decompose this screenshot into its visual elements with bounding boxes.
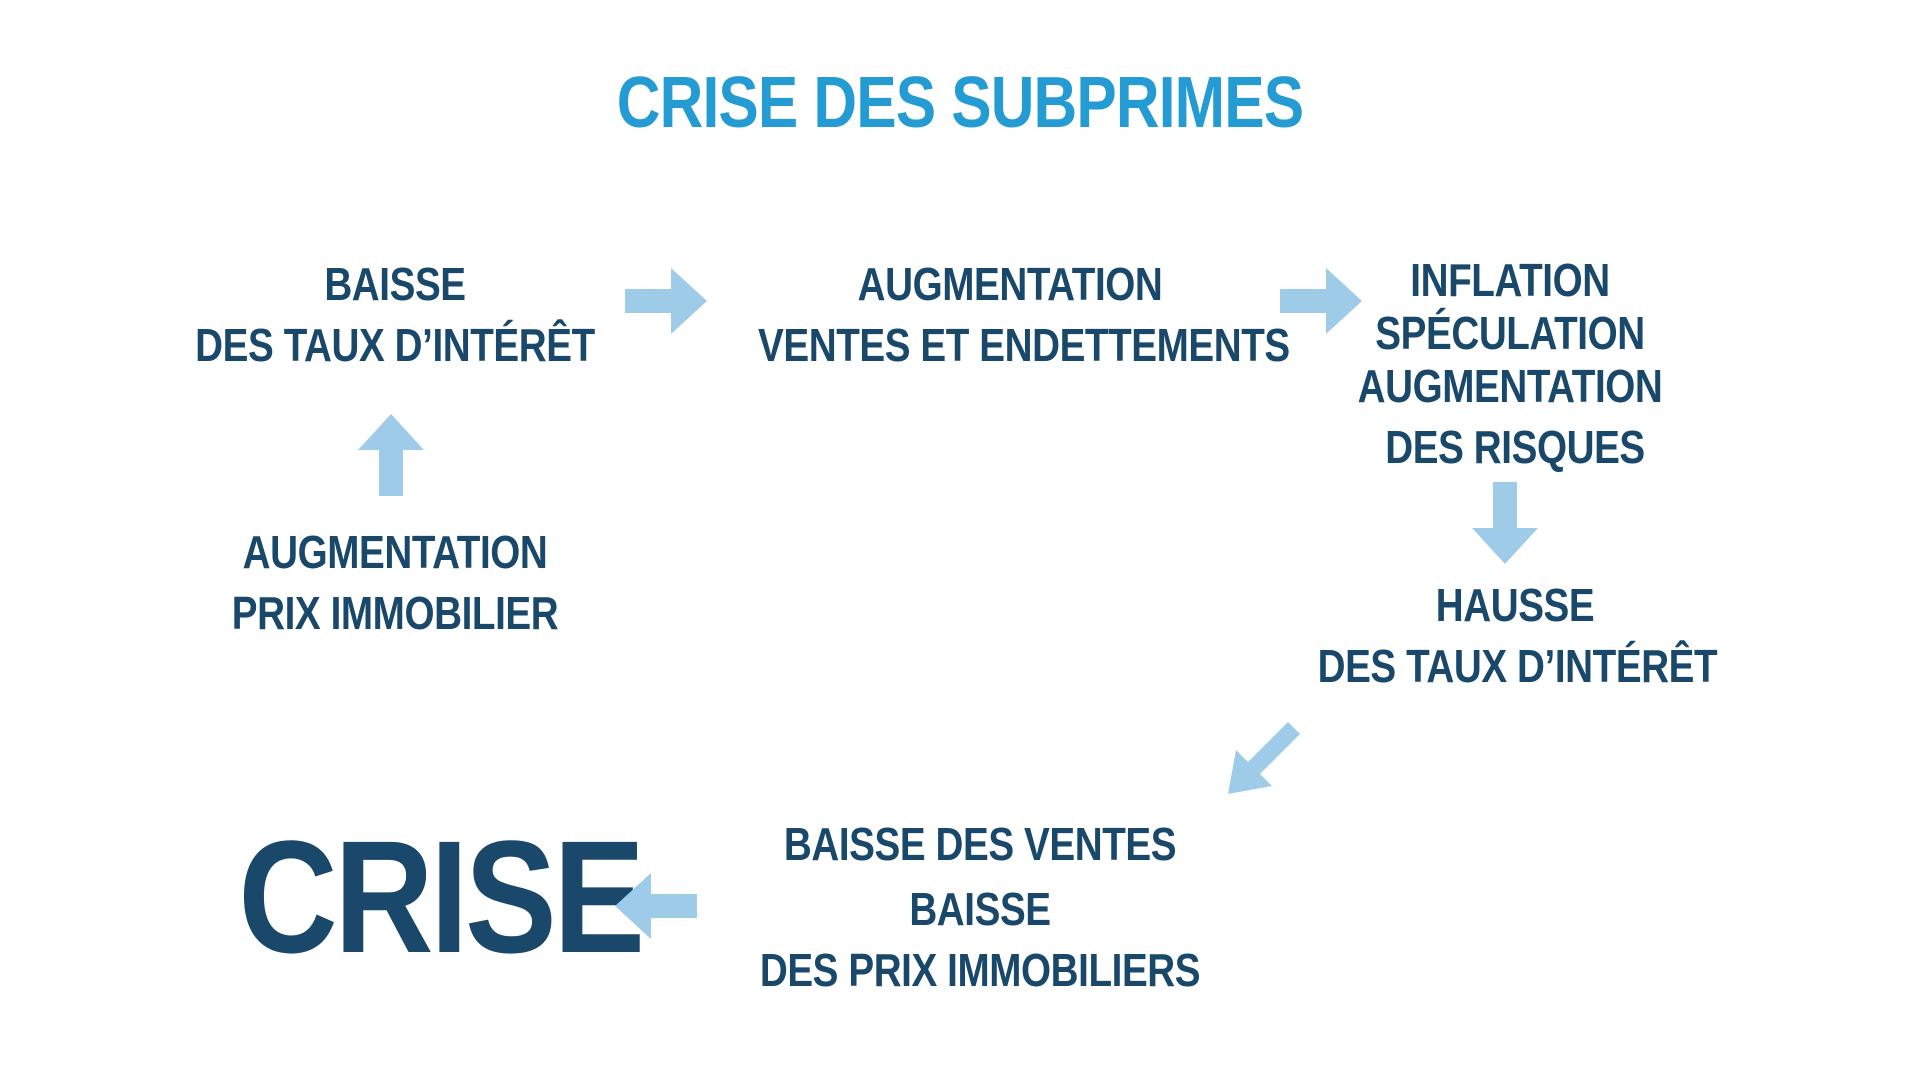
arrow-down-icon	[1472, 482, 1538, 564]
node-line: DES RISQUES	[1385, 421, 1645, 473]
node-baisse-ventes: BAISSE DES VENTES BAISSE DES PRIX IMMOBI…	[745, 814, 1215, 1001]
arrow-right-icon	[625, 268, 707, 334]
diagram-title: CRISE DES SUBPRIMES	[616, 63, 1304, 143]
node-baisse-taux: BAISSE DES TAUX D’INTÉRÊT	[172, 254, 617, 376]
node-line: BAISSE	[324, 258, 466, 310]
node-line: INFLATION	[1410, 254, 1610, 306]
node-line: DES PRIX IMMOBILIERS	[759, 944, 1201, 996]
node-inflation: INFLATION SPÉCULATION AUGMENTATION DES R…	[1334, 254, 1687, 474]
node-hausse-taux: HAUSSE DES TAUX D’INTÉRÊT	[1317, 575, 1718, 697]
node-line: HAUSSE	[1435, 579, 1595, 631]
node-augmentation-prix: AUGMENTATION PRIX IMMOBILIER	[172, 522, 617, 644]
node-line: SPÉCULATION	[1375, 307, 1645, 359]
arrow-down-left-icon	[1228, 722, 1300, 794]
node-line: DES TAUX D’INTÉRÊT	[195, 319, 595, 371]
arrow-right-icon	[1280, 268, 1362, 334]
arrow-left-icon	[615, 873, 697, 939]
node-line: BAISSE DES VENTES	[783, 818, 1177, 870]
node-line: AUGMENTATION	[242, 526, 548, 578]
node-line: DES TAUX D’INTÉRÊT	[1317, 640, 1718, 692]
node-crise: CRISE	[238, 807, 645, 986]
node-line: PRIX IMMOBILIER	[231, 587, 559, 639]
arrow-up-icon	[358, 414, 424, 496]
node-line: AUGMENTATION	[1357, 360, 1663, 412]
node-augmentation-ventes: AUGMENTATION VENTES ET ENDETTEMENTS	[758, 254, 1290, 376]
node-line: AUGMENTATION	[857, 258, 1163, 310]
node-line: VENTES ET ENDETTEMENTS	[758, 319, 1290, 371]
node-line: BAISSE	[909, 883, 1051, 935]
